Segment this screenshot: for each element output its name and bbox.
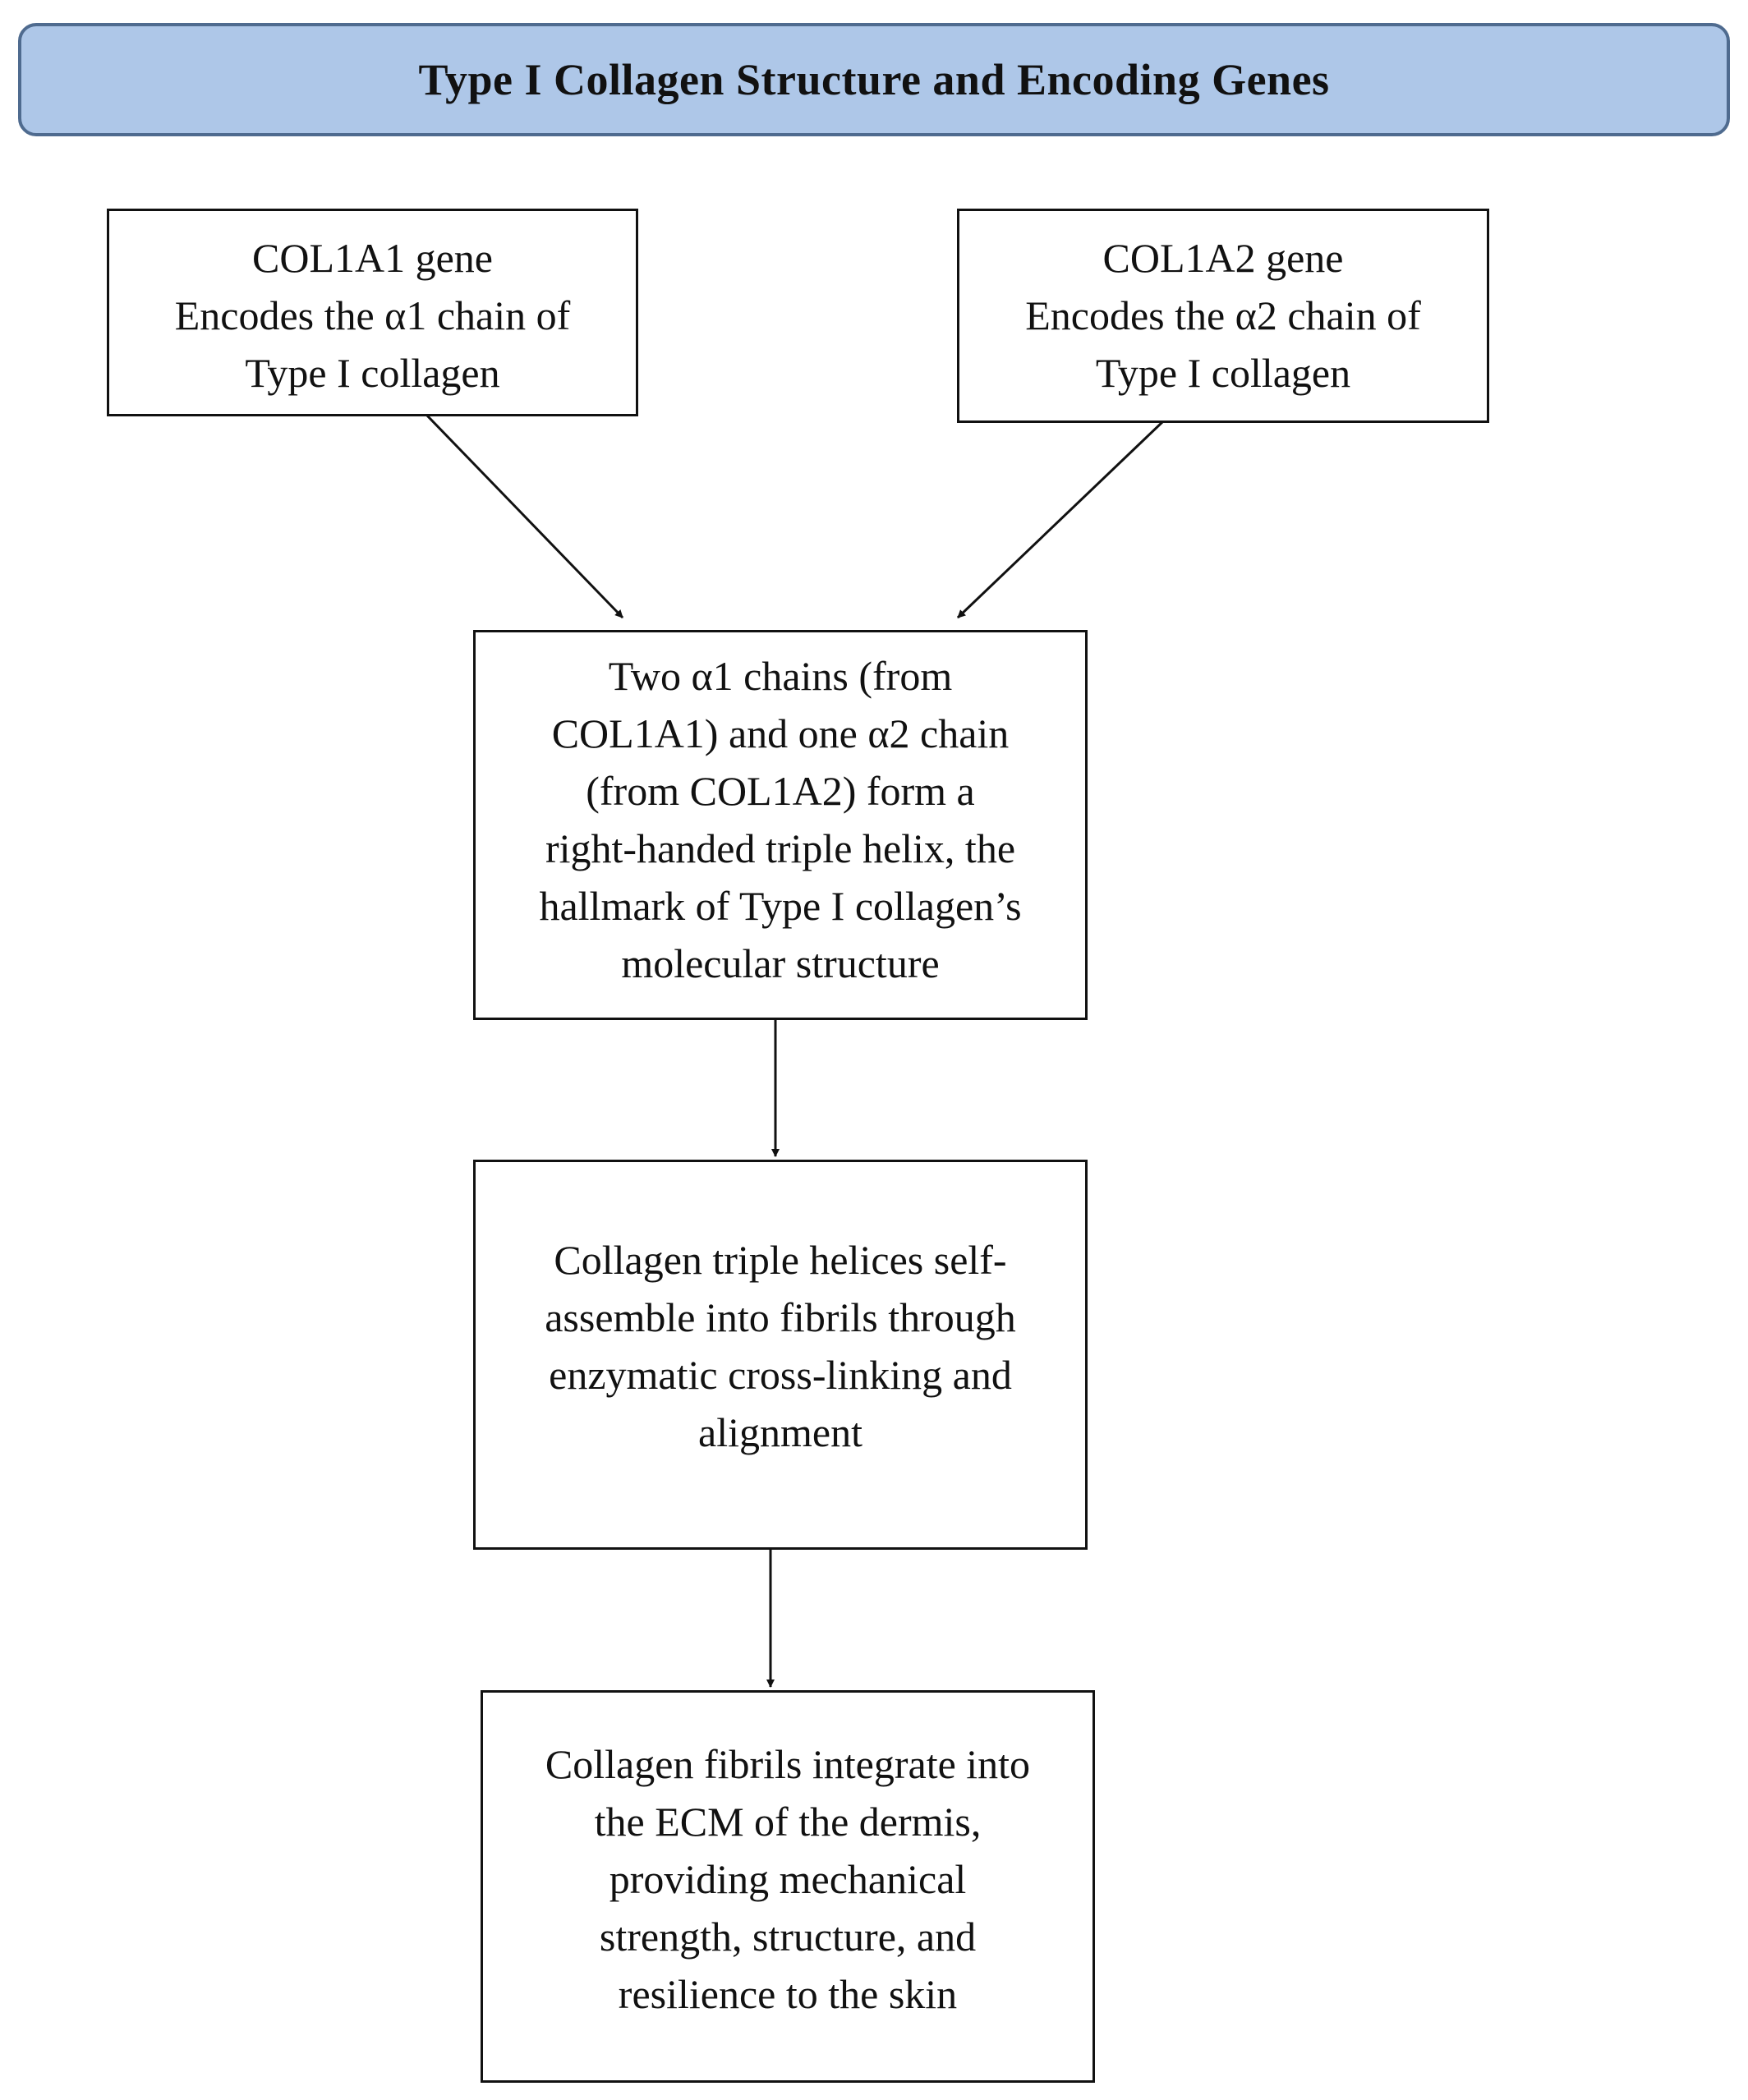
col1a2-gene-line: COL1A2 gene [1102,235,1344,281]
fibril-assembly-line: Collagen triple helices self- [554,1237,1007,1283]
title-banner: Type I Collagen Structure and Encoding G… [18,23,1730,136]
triple-helix-line: (from COL1A2) form a [586,768,975,814]
triple-helix-box: Two α1 chains (from COL1A1) and one α2 c… [473,630,1088,1020]
col1a2-gene-line: Type I collagen [1095,350,1351,396]
fibril-assembly-line: alignment [698,1409,862,1455]
col1a2-gene-line: Encodes the α2 chain of [1025,292,1421,338]
ecm-integration-line: providing mechanical [609,1856,967,1902]
triple-helix-line: molecular structure [621,940,940,986]
col1a1-gene-box: COL1A1 gene Encodes the α1 chain of Type… [107,209,638,416]
arrow-a2-to-helix [956,420,1164,619]
fibril-assembly-line: assemble into fibrils through [545,1294,1016,1340]
triple-helix-line: COL1A1) and one α2 chain [551,710,1010,756]
col1a1-gene-line: Encodes the α1 chain of [174,292,571,338]
arrow-a1-to-helix [426,414,624,619]
ecm-integration-line: the ECM of the dermis, [594,1799,982,1845]
ecm-integration-line: strength, structure, and [599,1914,977,1960]
ecm-integration-line: Collagen fibrils integrate into [545,1741,1031,1787]
diagram-title: Type I Collagen Structure and Encoding G… [418,55,1330,104]
ecm-integration-box: Collagen fibrils integrate into the ECM … [481,1690,1095,2083]
col1a1-gene-line: COL1A1 gene [252,235,493,281]
col1a2-gene-box: COL1A2 gene Encodes the α2 chain of Type… [957,209,1489,423]
triple-helix-line: right-handed triple helix, the [545,825,1016,871]
fibril-assembly-line: enzymatic cross-linking and [549,1352,1012,1398]
col1a1-gene-line: Type I collagen [245,350,500,396]
triple-helix-line: hallmark of Type I collagen’s [539,883,1022,929]
triple-helix-line: Two α1 chains (from [608,653,953,699]
ecm-integration-line: resilience to the skin [618,1971,958,2017]
fibril-assembly-box: Collagen triple helices self- assemble i… [473,1160,1088,1550]
